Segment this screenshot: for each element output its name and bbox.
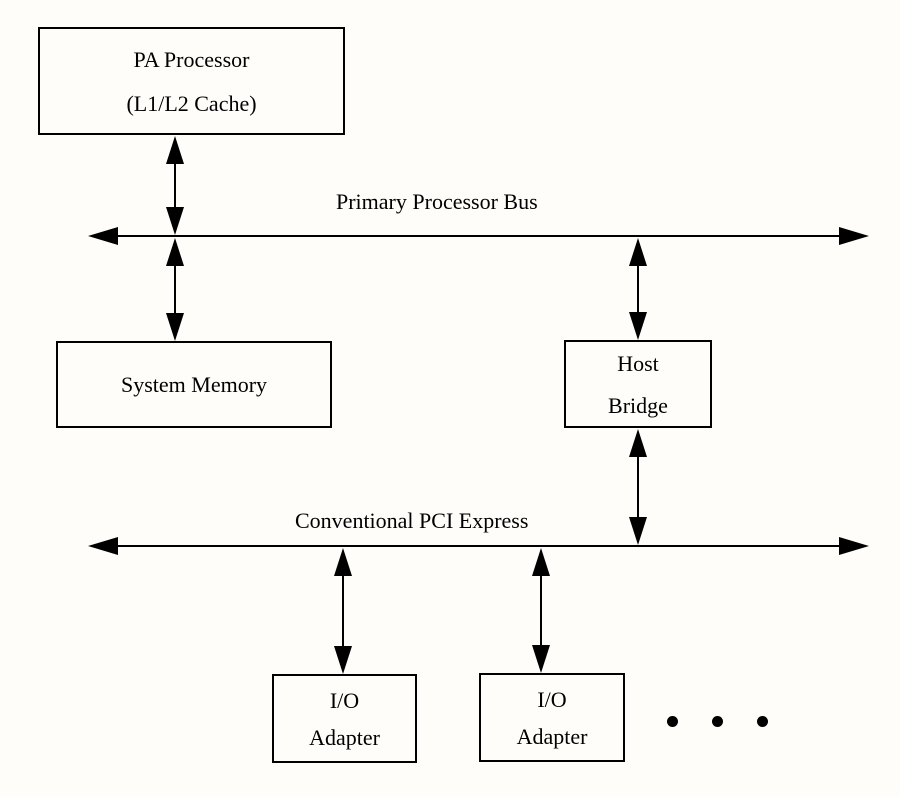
pa-processor-cache-label: (L1/L2 Cache) [126,90,257,116]
up-arrowhead-icon [166,238,184,266]
pa-processor-label: PA Processor [133,46,250,72]
arrow-shaft [540,552,542,669]
down-arrowhead-icon [166,207,184,235]
up-arrowhead-icon [629,238,647,266]
down-arrowhead-icon [629,517,647,545]
system-memory-label: System Memory [120,372,268,397]
conventional-pci-express-label: Conventional PCI Express [295,508,529,533]
primary-processor-bus [88,226,869,246]
host-bridge-label-line2: Bridge [608,392,668,418]
right-arrowhead-icon [839,227,869,245]
io-adapter-box-2: I/O Adapter [479,673,625,762]
arrow-shaft [637,433,639,541]
io-adapter-2-label-line2: Adapter [516,723,588,749]
bidirectional-arrow-pci-bus-to-io-adapter-2 [532,548,550,673]
up-arrowhead-icon [629,429,647,457]
io-adapter-2-label-line1: I/O [537,686,567,712]
pa-processor-box: PA Processor (L1/L2 Cache) [38,27,345,135]
arrow-shaft [174,140,176,231]
conventional-pci-express-bus [88,536,869,556]
ellipsis-dot [667,716,678,727]
arrow-shaft [637,242,639,336]
down-arrowhead-icon [532,645,550,673]
bidirectional-arrow-host-bridge-to-pci-bus [629,429,647,545]
bidirectional-arrow-pa-to-primary-bus [166,136,184,235]
ellipsis-dot [712,716,723,727]
up-arrowhead-icon [166,136,184,164]
io-adapter-1-label-line2: Adapter [309,724,380,750]
down-arrowhead-icon [629,312,647,340]
right-arrowhead-icon [839,537,869,555]
io-adapter-1-label-line1: I/O [329,687,360,713]
down-arrowhead-icon [334,646,352,674]
left-arrowhead-icon [88,537,118,555]
arrow-shaft [342,552,344,670]
up-arrowhead-icon [334,548,352,576]
system-memory-box: System Memory [56,341,332,428]
io-adapter-box-1: I/O Adapter [272,674,417,763]
up-arrowhead-icon [532,548,550,576]
bidirectional-arrow-pci-bus-to-io-adapter-1 [334,548,352,674]
host-bridge-box: Host Bridge [564,340,712,428]
ellipsis-dot [757,716,768,727]
bus-line [91,545,866,547]
continuation-dots [667,716,768,727]
bus-line [91,235,866,237]
primary-processor-bus-label: Primary Processor Bus [336,189,538,214]
down-arrowhead-icon [166,313,184,341]
arrow-shaft [174,242,176,337]
bidirectional-arrow-primary-bus-to-system-memory [166,238,184,341]
left-arrowhead-icon [88,227,118,245]
bidirectional-arrow-primary-bus-to-host-bridge [629,238,647,340]
host-bridge-label-line1: Host [617,350,659,376]
